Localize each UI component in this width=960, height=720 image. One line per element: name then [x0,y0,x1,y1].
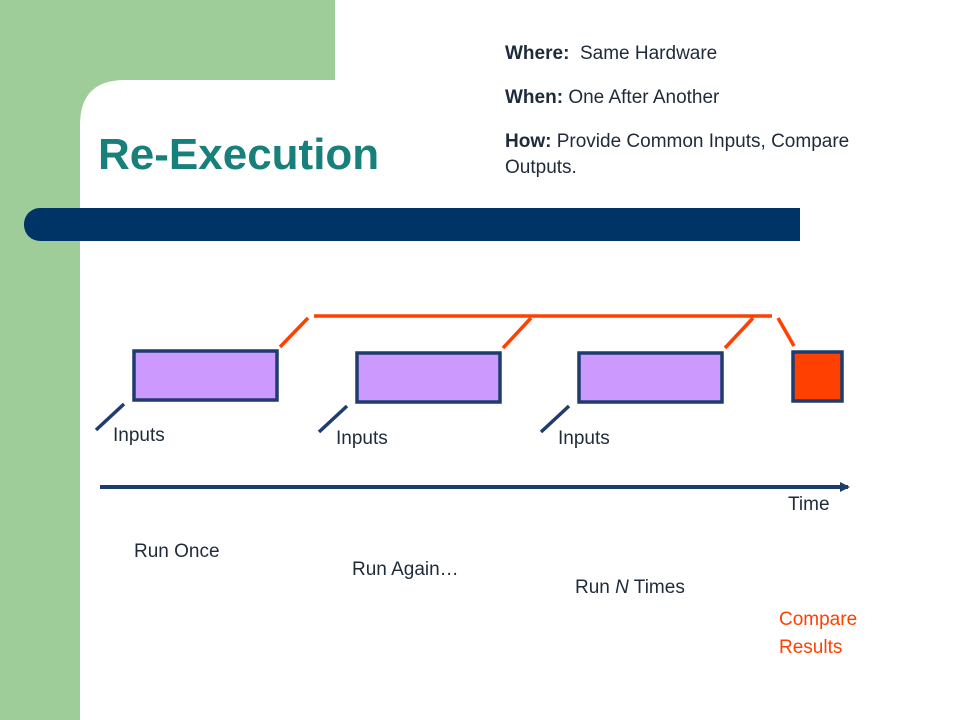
where-line: Where: Same Hardware [505,41,717,67]
how-line: How: Provide Common Inputs, Compare Outp… [505,129,865,181]
compare-arrow [776,317,796,347]
run-box-1 [132,349,279,402]
when-value: One After Another [568,87,720,108]
input-arrow-2 [317,404,349,434]
slide-title: Re-Execution [98,130,380,179]
run-n-prefix: Run [575,577,616,598]
how-value: Provide Common Inputs, Compare Outputs. [505,131,850,178]
output-arrow-1 [278,316,310,349]
compare-results-label: Compare Results [779,606,899,662]
run-once-label: Run Once [134,541,220,562]
how-label: How: [505,131,552,152]
run-box-3 [577,351,724,404]
when-label: When: [505,87,564,108]
run-n-variable: N [615,577,629,598]
where-value: Same Hardware [579,43,718,64]
inputs-label-3: Inputs [558,428,610,449]
run-n-times-label: Run N Times [575,577,685,599]
compare-results-line-1: Compare [779,609,858,630]
when-line: When: One After Another [505,85,719,111]
run-box-2 [355,351,502,404]
input-arrow-1 [94,402,126,432]
compare-box [791,350,844,403]
run-again-label: Run Again… [352,559,459,580]
output-arrow-3 [723,316,755,350]
run-n-suffix: Times [628,577,685,598]
where-label: Where: [505,43,570,64]
time-label: Time [788,494,830,515]
top-right-white [335,0,960,80]
inputs-label-2: Inputs [336,428,388,449]
output-arrow-2 [501,316,533,350]
title-underline-bar-end [60,208,800,241]
compare-results-line-2: Results [779,637,843,658]
inputs-label-1: Inputs [113,425,165,446]
input-arrow-3 [539,404,571,434]
